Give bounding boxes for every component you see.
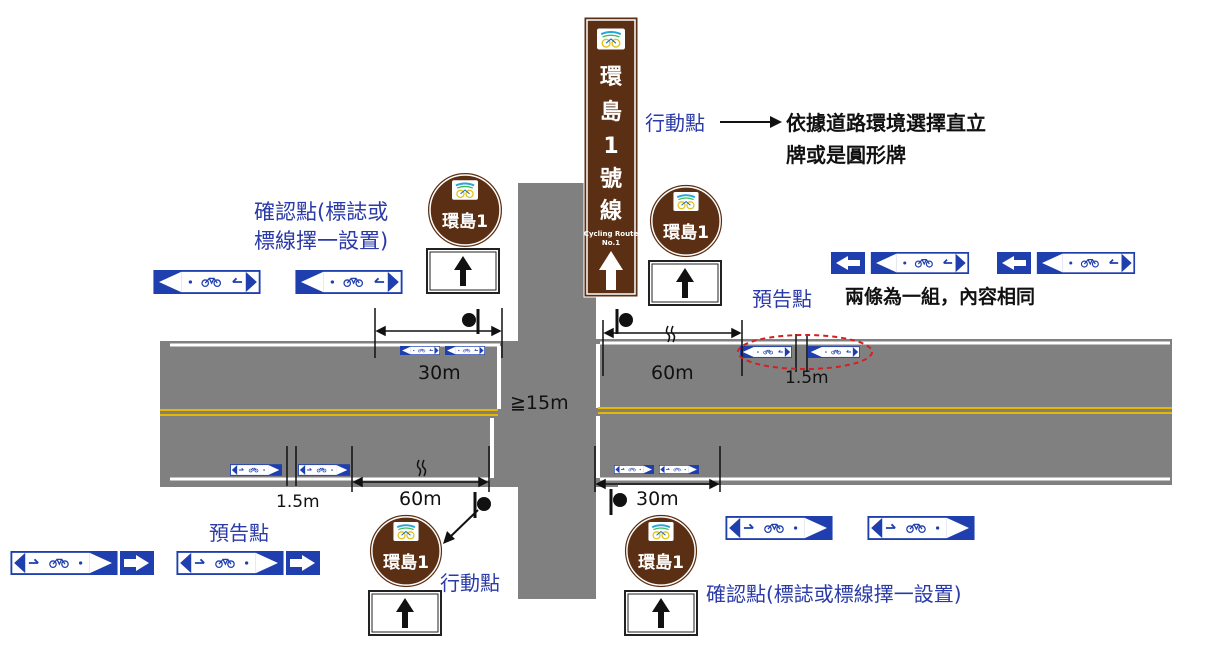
marking-left-4 bbox=[808, 346, 860, 358]
label-confirm-left-line1: 確認點(標誌或 bbox=[254, 200, 388, 224]
vertical-char-1: 環 bbox=[600, 65, 623, 90]
round-sign-text: 環島1 bbox=[442, 211, 488, 232]
dimension-1-5m-top: 1.5m bbox=[785, 368, 829, 388]
round-sign-text: 環島1 bbox=[663, 222, 709, 243]
label-preview-bottom: 預告點 bbox=[209, 521, 269, 545]
marking-examples bbox=[10, 252, 1135, 575]
dimension-crossing-width: ≧15m bbox=[510, 392, 569, 414]
up-arrow-icon bbox=[648, 260, 722, 306]
up-arrow-icon bbox=[599, 251, 623, 290]
road-network bbox=[160, 183, 1172, 599]
label-group-note: 兩條為一組，內容相同 bbox=[845, 285, 1035, 308]
marking-right-2 bbox=[298, 464, 350, 476]
vertical-char-5: 線 bbox=[600, 198, 622, 224]
dimension-60m-top: 60m bbox=[651, 362, 694, 384]
dimension-30m-bottom: 30m bbox=[636, 488, 679, 510]
label-action-point-bottom: 行動點 bbox=[440, 571, 500, 595]
dimension-1-5m-bottom: 1.5m bbox=[276, 492, 320, 512]
marking-right-3 bbox=[614, 465, 654, 474]
marking-left-3 bbox=[740, 346, 792, 358]
highlight-ellipse bbox=[737, 334, 873, 370]
cycling-route-logo-icon bbox=[597, 28, 625, 50]
label-arrow-note-line1: 依據道路環境選擇直立 bbox=[786, 111, 986, 135]
dimension-lines bbox=[286, 308, 808, 492]
vertical-char-2: 島 bbox=[600, 99, 622, 125]
marking-left-2 bbox=[445, 346, 485, 355]
label-preview-top: 預告點 bbox=[752, 287, 812, 311]
marking-pair-right-1 bbox=[10, 551, 154, 575]
vertical-route-sign: 環 島 1 號 線 Cycling Route No.1 bbox=[583, 16, 639, 298]
label-confirm-bottom: 確認點(標誌或標線擇一設置) bbox=[706, 582, 962, 606]
marking-pair-left-2 bbox=[997, 252, 1135, 274]
round-sign-text: 環島1 bbox=[638, 552, 684, 573]
right-arrow-icon bbox=[290, 555, 315, 571]
round-sign-1: 環島1 bbox=[426, 172, 503, 294]
marking-right-1 bbox=[230, 464, 282, 476]
dimension-30m-top: 30m bbox=[418, 362, 461, 384]
marking-pair-right-2 bbox=[176, 551, 320, 575]
up-arrow-icon bbox=[426, 248, 500, 294]
dimension-60m-bottom: 60m bbox=[399, 488, 442, 510]
marking-left-1 bbox=[400, 346, 440, 355]
up-arrow-icon bbox=[624, 590, 698, 636]
text-labels: 行動點 依據道路環境選擇直立 牌或是圓形牌 確認點(標誌或 標線擇一設置) 預告… bbox=[209, 111, 1035, 606]
left-arrow-icon bbox=[836, 256, 860, 270]
round-sign-text: 環島1 bbox=[383, 552, 429, 573]
marking-right-4 bbox=[659, 465, 699, 474]
label-arrow-note-line2: 牌或是圓形牌 bbox=[786, 143, 906, 167]
round-sign-4: 環島1 bbox=[624, 514, 698, 636]
vertical-char-4: 號 bbox=[600, 167, 622, 192]
marking-example-right-1 bbox=[725, 516, 832, 540]
sign-post-symbols bbox=[462, 309, 633, 518]
round-sign-2: 環島1 bbox=[648, 184, 723, 306]
right-arrow-icon bbox=[124, 555, 149, 571]
marking-pair-left-1 bbox=[831, 252, 969, 274]
english-name-line2: No.1 bbox=[602, 239, 620, 247]
label-action-point-top: 行動點 bbox=[645, 111, 705, 135]
marking-example-left-1 bbox=[153, 270, 260, 294]
vertical-char-3: 1 bbox=[603, 134, 618, 159]
label-confirm-left-line2: 標線擇一設置) bbox=[254, 229, 388, 253]
callout-arrows bbox=[443, 116, 782, 544]
left-arrow-icon bbox=[1002, 256, 1026, 270]
marking-example-right-2 bbox=[867, 516, 974, 540]
marking-example-left-2 bbox=[295, 270, 402, 294]
round-sign-3: 環島1 bbox=[368, 514, 443, 636]
english-name-line1: Cycling Route bbox=[584, 230, 639, 238]
up-arrow-icon bbox=[368, 590, 442, 636]
